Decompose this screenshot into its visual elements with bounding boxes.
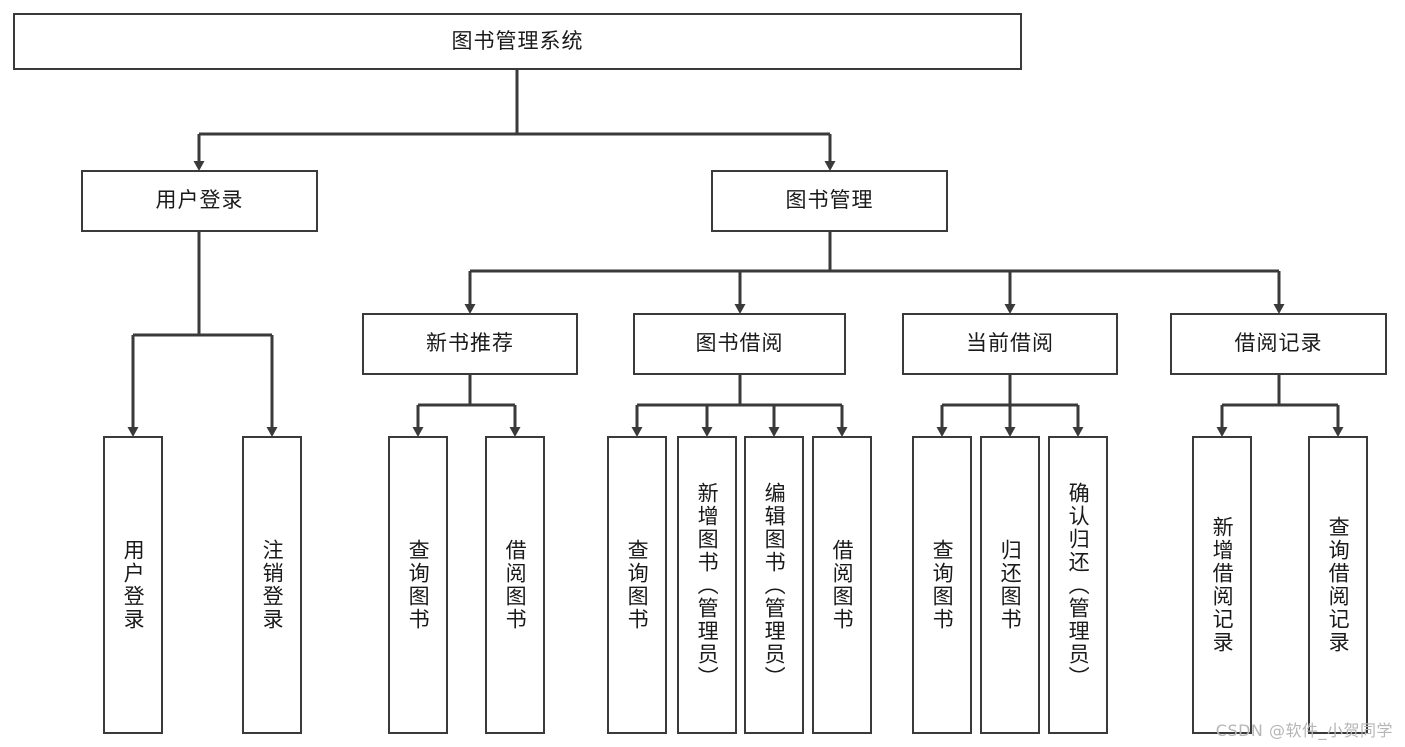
leaf-logout[interactable]: 注销登录	[242, 436, 302, 734]
leaf-current-search-book[interactable]: 查询图书	[912, 436, 972, 734]
node-label: 借阅图书	[503, 539, 528, 631]
node-label: 查询图书	[930, 539, 955, 631]
node-label: 新书推荐	[426, 331, 514, 356]
node-book-borrow[interactable]: 图书借阅	[633, 313, 846, 375]
node-label: 用户登录	[155, 188, 244, 213]
node-label: 归还图书	[998, 539, 1023, 631]
leaf-borrow-search-book[interactable]: 查询图书	[607, 436, 667, 734]
node-label: 新增图书（管理员）	[695, 481, 720, 689]
leaf-new-book-search[interactable]: 查询图书	[388, 436, 448, 734]
node-label: 借阅图书	[830, 539, 855, 631]
leaf-record-search[interactable]: 查询借阅记录	[1308, 436, 1368, 734]
node-label: 图书借阅	[695, 331, 784, 356]
node-label: 查询图书	[625, 539, 650, 631]
node-label: 注销登录	[260, 539, 285, 631]
node-label: 借阅记录	[1234, 331, 1323, 356]
leaf-borrow-borrow-book[interactable]: 借阅图书	[812, 436, 872, 734]
node-book-management[interactable]: 图书管理	[711, 170, 948, 232]
node-label: 查询借阅记录	[1326, 516, 1351, 654]
leaf-new-book-borrow[interactable]: 借阅图书	[485, 436, 545, 734]
node-label: 用户登录	[121, 539, 146, 631]
node-label: 图书管理	[785, 188, 874, 213]
node-user-login[interactable]: 用户登录	[81, 170, 318, 232]
node-new-book-recommend[interactable]: 新书推荐	[362, 313, 578, 375]
node-current-borrow[interactable]: 当前借阅	[902, 313, 1118, 375]
leaf-current-confirm-return[interactable]: 确认归还（管理员）	[1048, 436, 1108, 734]
leaf-current-return-book[interactable]: 归还图书	[980, 436, 1040, 734]
node-label: 确认归还（管理员）	[1066, 481, 1091, 689]
node-label: 编辑图书（管理员）	[762, 481, 787, 689]
node-label: 当前借阅	[966, 331, 1054, 356]
leaf-borrow-edit-book[interactable]: 编辑图书（管理员）	[744, 436, 804, 734]
watermark: CSDN @软件_小贺同学	[1215, 721, 1393, 740]
leaf-user-login[interactable]: 用户登录	[103, 436, 163, 734]
leaf-record-add[interactable]: 新增借阅记录	[1192, 436, 1252, 734]
node-root-system[interactable]: 图书管理系统	[13, 13, 1022, 70]
node-borrow-record[interactable]: 借阅记录	[1170, 313, 1387, 375]
node-label: 查询图书	[406, 539, 431, 631]
node-label: 图书管理系统	[451, 28, 584, 53]
leaf-borrow-add-book[interactable]: 新增图书（管理员）	[677, 436, 737, 734]
node-label: 新增借阅记录	[1210, 516, 1235, 654]
